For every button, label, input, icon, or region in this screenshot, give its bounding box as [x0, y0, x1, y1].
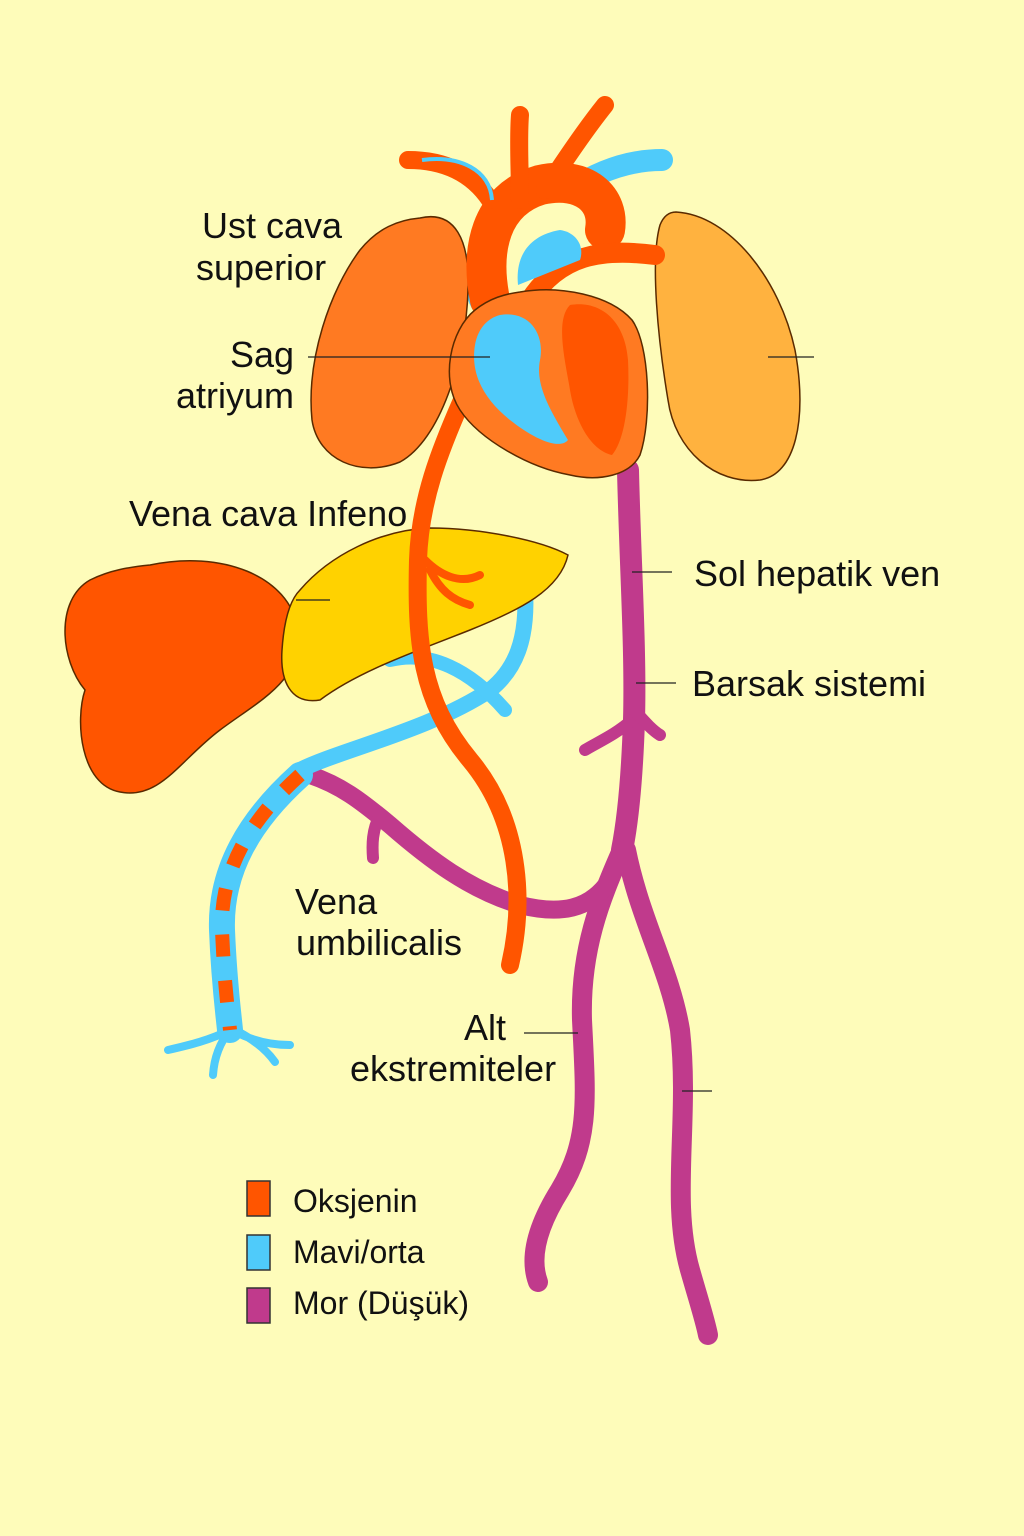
leader-lines	[296, 356, 814, 1092]
blue-liver-branch	[383, 650, 512, 717]
umbilical-artery	[408, 391, 527, 974]
purple-vessels	[301, 459, 718, 1345]
blue-portal-vein	[292, 582, 534, 778]
legend-swatch-low	[246, 1287, 271, 1324]
label-atriyum: atriyum	[176, 375, 294, 416]
label-superior: superior	[196, 247, 326, 288]
label-barsak-sistemi: Barsak sistemi	[692, 663, 926, 704]
legend-swatch-oxygenated	[246, 1180, 271, 1217]
aorta-branch-1	[510, 106, 529, 209]
purple-left-leg	[524, 840, 632, 1292]
legend: Oksjenin Mavi/orta Mor (Düşük)	[246, 1180, 469, 1324]
label-vena-cava-inferior: Vena cava Infeno	[129, 493, 407, 534]
label-umbilicalis: umbilicalis	[296, 922, 462, 963]
purple-trunk	[611, 459, 646, 861]
purple-branch-small-left	[579, 714, 638, 756]
liver-branches	[421, 556, 484, 609]
label-ekstremiteler: ekstremiteler	[350, 1048, 556, 1089]
placenta-shape	[64, 559, 300, 794]
legend-swatch-mixed	[246, 1234, 271, 1271]
heart	[448, 289, 649, 479]
purple-branch-cord	[366, 809, 386, 864]
orange-cord-twist	[214, 769, 305, 1031]
blue-cord-branches	[164, 1026, 294, 1079]
aorta-branch-2	[536, 96, 614, 199]
pulmonary-artery	[520, 242, 665, 310]
right-atrium-blue	[474, 314, 568, 444]
right-lung	[654, 211, 801, 482]
orange-vessels	[399, 96, 665, 974]
aorta-branch-3	[399, 151, 499, 209]
purple-umbilical-branch	[301, 766, 619, 919]
purple-branch-small-right	[630, 706, 666, 741]
left-chamber-orange	[562, 304, 629, 455]
label-ust-cava: Ust cava	[202, 205, 343, 246]
label-alt: Alt	[464, 1007, 506, 1048]
label-vena: Vena	[295, 881, 378, 922]
legend-label-oxygenated: Oksjenin	[293, 1183, 418, 1219]
purple-right-leg	[616, 840, 718, 1345]
legend-label-mixed: Mavi/orta	[293, 1234, 425, 1270]
blue-arch-inner	[517, 230, 582, 285]
blue-arch-line	[421, 157, 494, 201]
label-sol-hepatik-ven: Sol hepatik ven	[694, 553, 940, 594]
label-sag: Sag	[230, 334, 294, 375]
legend-label-low: Mor (Düşük)	[293, 1285, 469, 1321]
